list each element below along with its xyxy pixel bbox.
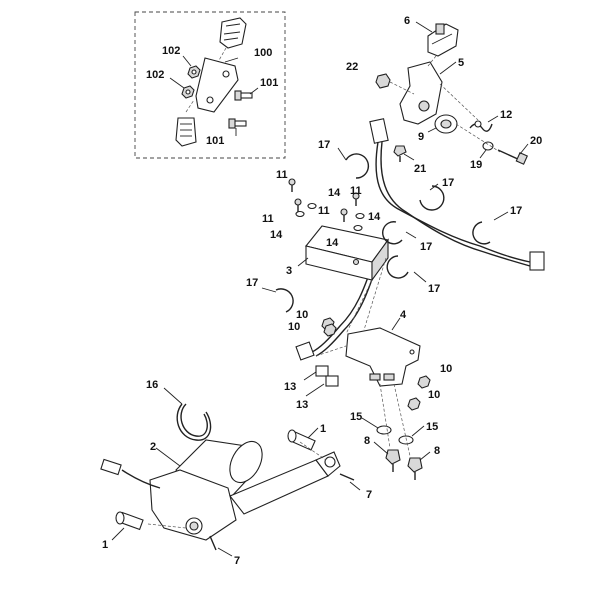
part-1-pin-b [111, 511, 144, 541]
callout-11-c: 11 [318, 205, 330, 217]
callout-2: 2 [150, 441, 156, 453]
part-1-pin-a [287, 427, 319, 451]
callout-10-a: 10 [296, 309, 308, 321]
callout-1-a: 1 [320, 423, 326, 435]
part-14-washers [295, 202, 365, 232]
callout-101-lower: 101 [206, 135, 224, 147]
part-17-clip-c [472, 211, 509, 245]
callout-10-d: 10 [428, 389, 440, 401]
callout-13-b: 13 [296, 399, 308, 411]
bolt-101-lower [228, 118, 247, 129]
callout-9: 9 [418, 131, 424, 143]
part-19-washer [479, 141, 494, 159]
part-5-bracket [399, 55, 457, 125]
callout-14-d: 14 [326, 237, 339, 249]
callout-7-b: 7 [234, 555, 240, 567]
part-2-actuator [100, 439, 341, 541]
callout-8-b: 8 [434, 445, 440, 457]
part-8-bolts [373, 441, 431, 480]
part-21-screw [393, 145, 415, 162]
callout-16: 16 [146, 379, 158, 391]
callout-17-a: 17 [318, 139, 330, 151]
part-17-clip-e [386, 255, 427, 283]
part-17-clip-f [261, 287, 294, 313]
callout-17-d: 17 [420, 241, 432, 253]
callout-10-b: 10 [288, 321, 300, 333]
wiring-harness [295, 118, 545, 361]
callout-15-a: 15 [350, 411, 362, 423]
callout-20: 20 [530, 135, 542, 147]
callout-17-e: 17 [246, 277, 258, 289]
callout-14-c: 14 [270, 229, 283, 241]
callout-labels: 102 100 102 101 101 6 5 22 12 9 20 17 21… [102, 15, 542, 567]
callout-17-c: 17 [510, 205, 522, 217]
part-20-bolt [497, 143, 529, 165]
bolt-101-upper [234, 90, 253, 101]
callout-101-upper: 101 [260, 77, 278, 89]
callout-17-b: 17 [442, 177, 454, 189]
inset-switch-top [217, 17, 247, 63]
callout-102-upper: 102 [162, 45, 180, 57]
part-6-switch [415, 21, 459, 57]
part-13-clips [303, 365, 339, 397]
callout-1-b: 1 [102, 539, 108, 551]
part-17-clip-a [337, 147, 370, 179]
callout-4: 4 [400, 309, 407, 321]
inset-switch-bottom [175, 99, 197, 147]
callout-102-lower: 102 [146, 69, 164, 81]
part-9-grommet [427, 114, 458, 134]
callout-22: 22 [346, 61, 358, 73]
callout-5: 5 [458, 57, 464, 69]
callout-13-a: 13 [284, 381, 296, 393]
inset-detail [134, 11, 286, 159]
callout-14-b: 14 [368, 211, 381, 223]
callout-11-d: 11 [262, 213, 274, 225]
part-17-clip-d [382, 221, 417, 245]
callout-14-a: 14 [328, 187, 341, 199]
part-4-plate [345, 317, 421, 387]
callout-10-c: 10 [440, 363, 452, 375]
callout-11-b: 11 [350, 185, 362, 197]
nut-102-lower [181, 85, 195, 99]
part-3-control-box [297, 225, 389, 282]
callout-11-a: 11 [276, 169, 288, 181]
part-10-nuts [321, 317, 431, 411]
callout-21: 21 [414, 163, 426, 175]
assembly-lines [147, 83, 501, 529]
part-16-snap-ring [163, 387, 212, 441]
part-15-washers [361, 417, 425, 445]
bracket-100 [195, 57, 239, 113]
part-11-screws [288, 178, 360, 222]
callout-7-a: 7 [366, 489, 372, 501]
callout-3: 3 [286, 265, 292, 277]
callout-17-f: 17 [428, 283, 440, 295]
callout-19: 19 [470, 159, 482, 171]
part-7-cotter-pins [209, 473, 361, 557]
part-12-spring [469, 115, 499, 132]
part-17-clip-b [419, 183, 445, 211]
part-22-nut [375, 73, 415, 95]
callout-15-b: 15 [426, 421, 438, 433]
inset-border [134, 11, 286, 159]
nut-102-upper [187, 65, 201, 79]
callout-6: 6 [404, 15, 410, 27]
callout-8-a: 8 [364, 435, 370, 447]
callout-100: 100 [254, 47, 272, 59]
callout-12: 12 [500, 109, 512, 121]
